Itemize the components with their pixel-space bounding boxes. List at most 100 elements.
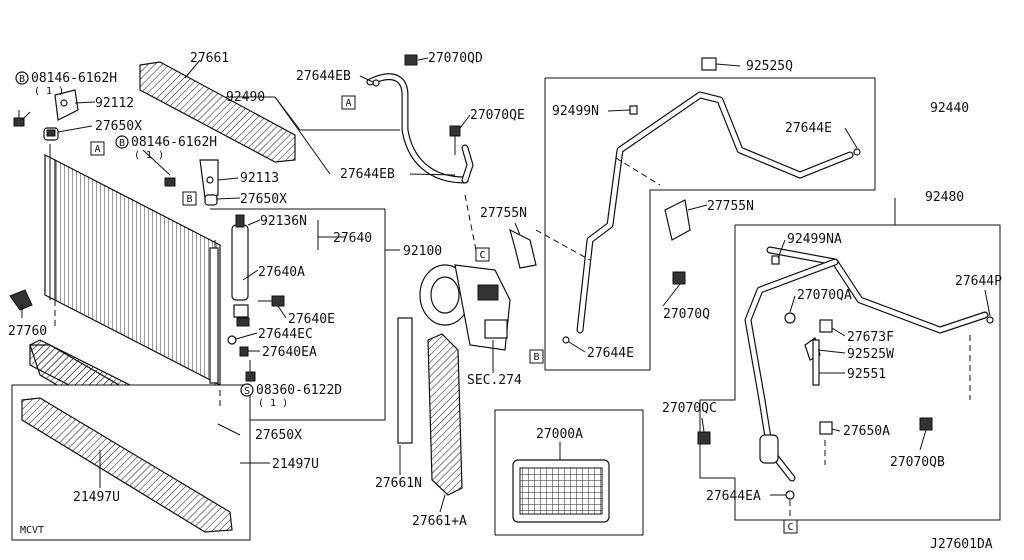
label-92136n: 92136N <box>260 214 307 229</box>
caution-label-27000a <box>494 409 644 536</box>
screw-08360[interactable] <box>245 360 256 382</box>
mount-rubber-top[interactable] <box>43 127 59 141</box>
bolt-27070qb[interactable] <box>919 417 933 431</box>
o-ring-27644eb[interactable] <box>372 79 380 87</box>
bracket-92112[interactable] <box>54 89 79 121</box>
pipe-92440[interactable] <box>576 91 854 334</box>
label-27070qe: 27070QE <box>470 108 525 123</box>
label-27644ea: 27644EA <box>706 489 761 504</box>
group-bracket-92100 <box>210 208 386 421</box>
label-27640e: 27640E <box>288 312 335 327</box>
label-27650x-bottom: 27650X <box>255 428 302 443</box>
bolt-symbol-b-top: B <box>15 71 29 85</box>
bolt-mid[interactable] <box>164 177 176 187</box>
label-27650a: 27650A <box>843 424 890 439</box>
label-92113: 92113 <box>240 171 279 186</box>
condenser-core[interactable] <box>44 150 221 390</box>
label-92551: 92551 <box>847 367 886 382</box>
nut-27650a[interactable] <box>819 421 833 435</box>
cap-92499n[interactable] <box>629 105 638 115</box>
bolt-27070qd[interactable] <box>404 54 418 66</box>
ref-marker-b-2: B <box>529 349 544 364</box>
label-27640: 27640 <box>333 231 372 246</box>
ref-marker-a-2: A <box>341 95 356 110</box>
label-27000a: 27000A <box>536 427 583 442</box>
ref-marker-a-1: A <box>90 141 105 156</box>
label-92525q: 92525Q <box>746 59 793 74</box>
label-27661n: 27661N <box>375 476 422 491</box>
receiver-drier[interactable] <box>231 214 250 327</box>
label-27640ea: 27640EA <box>262 345 317 360</box>
under-cover-mcvt[interactable] <box>21 397 233 533</box>
ref-marker-b-1: B <box>182 191 197 206</box>
bracket-27755n[interactable] <box>509 228 537 269</box>
air-guide-27661a[interactable] <box>427 333 463 496</box>
clip-27070qa[interactable] <box>784 312 796 324</box>
receiver-tank[interactable] <box>209 247 219 384</box>
label-27644eb-1: 27644EB <box>296 69 351 84</box>
label-27644p: 27644P <box>955 274 1002 289</box>
bolt-27640ea[interactable] <box>239 346 249 357</box>
label-92499na: 92499NA <box>787 232 842 247</box>
label-27673f: 27673F <box>847 330 894 345</box>
seal-27661n[interactable] <box>397 317 413 444</box>
bracket-92113[interactable] <box>199 159 219 199</box>
label-sec274: SEC.274 <box>467 373 522 388</box>
label-bolt-top-qty: ( 1 ) <box>34 86 64 97</box>
label-27070qd: 27070QD <box>428 51 483 66</box>
label-27650x-1: 27650X <box>95 119 142 134</box>
leader-lines <box>21 57 991 513</box>
clip-92525q[interactable] <box>701 57 717 71</box>
leader-dash <box>615 157 661 186</box>
leader-dash <box>535 229 591 261</box>
group-bracket-92440 <box>544 77 876 371</box>
label-27070qb: 27070QB <box>890 455 945 470</box>
svg-text:B: B <box>119 138 125 149</box>
label-92112: 92112 <box>95 96 134 111</box>
svg-text:B: B <box>19 74 25 85</box>
label-bolt-top: 08146-6162H <box>31 71 117 86</box>
bracket-27760[interactable] <box>9 289 33 311</box>
bolt-27640e[interactable] <box>258 295 285 307</box>
mount-rubber-mid[interactable] <box>204 194 218 206</box>
label-27755n-1: 27755N <box>480 206 527 221</box>
label-92525w: 92525W <box>847 347 894 362</box>
bracket-27755n-2[interactable] <box>664 199 691 241</box>
pipe-92480[interactable] <box>744 246 989 482</box>
label-27070q: 27070Q <box>663 307 710 322</box>
bolt-27070q[interactable] <box>672 271 686 285</box>
label-27070qa: 27070QA <box>797 288 852 303</box>
svg-text:A: A <box>94 144 100 155</box>
bracket-92551[interactable] <box>812 339 820 386</box>
bolt-27070qc[interactable] <box>697 431 711 445</box>
ref-marker-c-2: C <box>783 519 798 534</box>
label-27644e-1: 27644E <box>785 121 832 136</box>
label-27644ec: 27644EC <box>258 327 313 342</box>
clamp-27673f[interactable] <box>819 319 833 333</box>
bolt-top[interactable] <box>13 110 25 127</box>
part-labels: 08146-6162H ( 1 ) 92112 27650X 08146-616… <box>8 51 1002 552</box>
svg-text:S: S <box>244 386 250 397</box>
o-ring-27644p[interactable] <box>986 316 994 324</box>
label-92480: 92480 <box>925 190 964 205</box>
svg-text:B: B <box>186 194 192 205</box>
group-bracket-92480 <box>699 224 1001 521</box>
cap-92499na[interactable] <box>771 255 780 265</box>
label-27070qc: 27070QC <box>662 401 717 416</box>
o-ring-27644ec[interactable] <box>227 335 237 345</box>
compressor[interactable] <box>419 264 511 351</box>
o-ring-27644ea[interactable] <box>785 490 795 500</box>
bolt-27070qe[interactable] <box>449 125 461 155</box>
o-ring-27644e[interactable] <box>853 148 861 156</box>
o-ring-27644e-2[interactable] <box>562 336 570 344</box>
diagram-id: J27601DA <box>930 537 993 552</box>
label-27755n-2: 27755N <box>707 199 754 214</box>
label-92440: 92440 <box>930 101 969 116</box>
label-27661a: 27661+A <box>412 514 467 529</box>
svg-text:A: A <box>345 98 351 109</box>
hose-92490[interactable] <box>366 73 474 184</box>
label-21497u-1: 21497U <box>272 457 319 472</box>
label-bolt-mid: 08146-6162H <box>131 135 217 150</box>
label-92490: 92490 <box>226 90 265 105</box>
air-guide-27661[interactable] <box>139 61 296 163</box>
